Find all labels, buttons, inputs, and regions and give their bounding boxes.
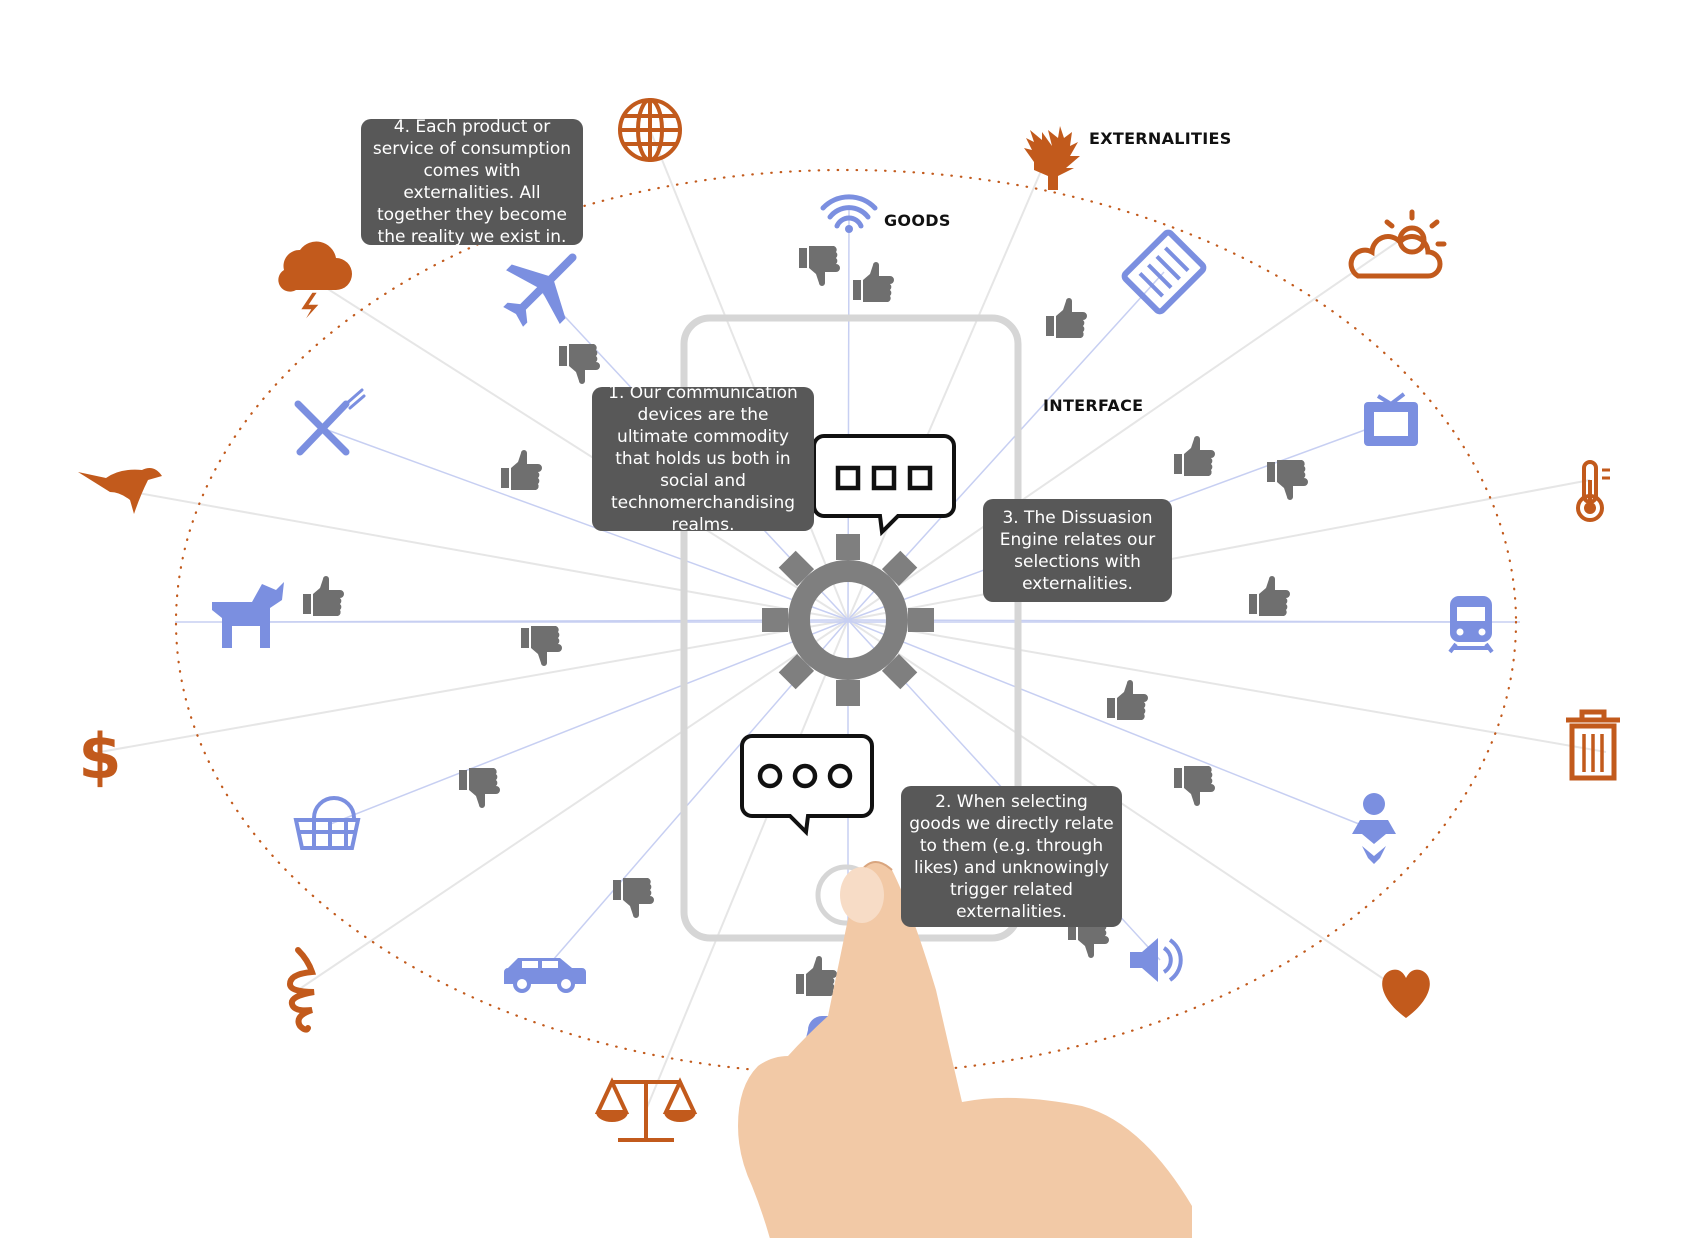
thumbs-down-icon — [1267, 460, 1308, 500]
gear-icon — [762, 534, 934, 706]
speaker-icon — [1130, 938, 1183, 982]
dollar-sign: $ — [78, 720, 121, 793]
goods-link-line — [327, 619, 849, 826]
callout-selecting-goods: 2. When selecting goods we directly rela… — [901, 786, 1122, 927]
externality-link-line — [847, 239, 1401, 621]
thumbs-down-icon — [559, 344, 600, 384]
dollar-icon: $ — [78, 720, 121, 793]
externality-link-line — [649, 129, 849, 621]
newspaper-icon — [1121, 229, 1207, 315]
car-icon — [504, 958, 586, 993]
externality-link-line — [99, 619, 849, 753]
thumbs-up-icon — [1249, 576, 1290, 616]
goods-link-line — [321, 427, 849, 621]
heart-icon — [1382, 969, 1430, 1018]
thumbs-up-icon — [796, 956, 837, 996]
dog-icon — [212, 582, 284, 648]
externality-link-line — [847, 619, 1407, 995]
globe-icon — [618, 98, 682, 162]
externality-link-line — [847, 149, 1051, 621]
thumbs-up-icon — [1046, 298, 1087, 338]
thumbs-up-icon — [853, 262, 894, 302]
thumbs-down-icon — [521, 626, 562, 666]
baby-icon — [1352, 793, 1396, 864]
scales-icon — [594, 1077, 698, 1142]
wifi-icon — [820, 194, 878, 233]
sun-cloud-icon — [1348, 209, 1447, 279]
externality-link-line — [847, 619, 1607, 753]
thermometer-icon — [1576, 460, 1610, 522]
bird-icon — [78, 468, 162, 514]
callout-dissuasion-engine: 3. The Dissuasion Engine relates our sel… — [983, 499, 1172, 602]
cutlery-icon — [294, 388, 366, 456]
externality-link-line — [847, 479, 1591, 621]
callout-communication-devices: 1. Our communication devices are the ult… — [592, 383, 814, 535]
externality-link-line — [297, 269, 849, 621]
chat-bubble-dots-icon — [740, 734, 874, 837]
storm-cloud-icon — [278, 241, 352, 325]
hand-pointer — [738, 861, 1192, 1238]
interface-label: INTERFACE — [1043, 396, 1144, 415]
callout-externalities-reality: 4. Each product or service of consumptio… — [361, 117, 583, 247]
externality-link-line — [109, 487, 849, 621]
chat-bubble-square-icon — [812, 434, 956, 537]
tv-icon — [1364, 392, 1418, 446]
thumbs-up-icon — [1174, 436, 1215, 476]
basket-icon — [293, 796, 361, 850]
forest-fire-icon — [1024, 126, 1080, 190]
thumbs-up-icon — [1107, 680, 1148, 720]
goods-link-line — [847, 619, 1375, 831]
thumb-icons — [303, 246, 1308, 996]
airplane-icon — [503, 253, 577, 327]
intestine-icon — [286, 947, 317, 1033]
thumbs-down-icon — [613, 878, 654, 918]
externality-link-line — [645, 619, 849, 1111]
thumbs-down-icon — [799, 246, 840, 286]
thumbs-up-icon — [303, 576, 344, 616]
goods-label: GOODS — [884, 211, 951, 230]
thumbs-up-icon — [501, 450, 542, 490]
train-icon — [1448, 596, 1494, 654]
trash-icon — [1566, 709, 1620, 781]
thumbs-down-icon — [1068, 918, 1109, 958]
externality-link-line — [297, 619, 849, 991]
thumbs-down-icon — [459, 768, 500, 808]
thumbs-down-icon — [1174, 766, 1215, 806]
externalities-label: EXTERNALITIES — [1089, 129, 1232, 148]
orbit-ellipse — [174, 168, 1518, 1076]
